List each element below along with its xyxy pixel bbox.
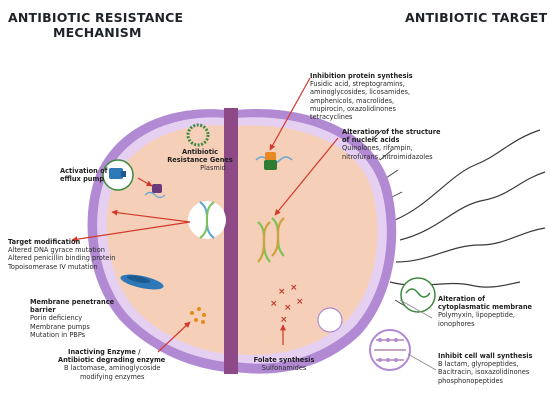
genes-label: Antibiotic Resistance Genes Plasmid [167, 148, 233, 173]
cell-left-cytoplasm [106, 125, 226, 355]
right-title: ANTIBIOTIC TARGET [405, 10, 548, 25]
svg-text:×: × [270, 299, 278, 309]
svg-text:×: × [284, 303, 292, 313]
svg-text:×: × [278, 287, 286, 297]
arrow-target-mod-1 [71, 221, 191, 243]
membrane-barrier-label: Membrane penetrance barrier Porin defici… [30, 298, 115, 339]
target-modification-label: Target modification Altered DNA gyrace m… [8, 238, 116, 271]
left-title: ANTIBIOTIC RESISTANCE MECHANISM [8, 10, 184, 40]
arrow-protein [269, 77, 311, 151]
nucleic-dna-icon [257, 217, 285, 263]
cytoplasmic-zoom-icon [400, 277, 436, 313]
membrane-pore-zoom-icon [317, 307, 343, 333]
leader-lines [399, 299, 437, 371]
efflux-molecule-icon [144, 184, 166, 199]
cytoplasmic-membrane-label: Alteration of cytoplasmatic membrane Pol… [438, 295, 532, 328]
svg-text:×: × [296, 297, 304, 307]
svg-text:×: × [290, 283, 298, 293]
protein-synthesis-label: Inhibition protein synthesis Fusidic aci… [310, 72, 413, 122]
cell-right-cytoplasm [236, 125, 378, 355]
arrows [71, 77, 339, 353]
cell-wall-label: Inhibit cell wall synthesis B lactam, gl… [438, 352, 533, 385]
arrow-efflux [137, 177, 153, 187]
arrow-nucleic [274, 137, 339, 216]
ribosome-icon [255, 152, 293, 170]
enzyme-dots-icon [190, 307, 206, 324]
nucleic-acids-label: Alteration of the structure of nucleic a… [342, 128, 441, 161]
arrow-enzyme [157, 321, 191, 353]
folate-label: Folate synthesis Sulfonamides [253, 356, 315, 373]
enzyme-label: Inactiving Enzyme / Antibiotic degrading… [58, 348, 166, 381]
arrow-target-mod-2 [111, 209, 191, 223]
folate-marks-icon: ××× ××× [270, 283, 304, 325]
efflux-label: Activation of efflux pump [60, 167, 108, 184]
cell-septum [224, 108, 238, 374]
svg-text:×: × [280, 315, 288, 325]
plasmid-icon [186, 123, 210, 147]
